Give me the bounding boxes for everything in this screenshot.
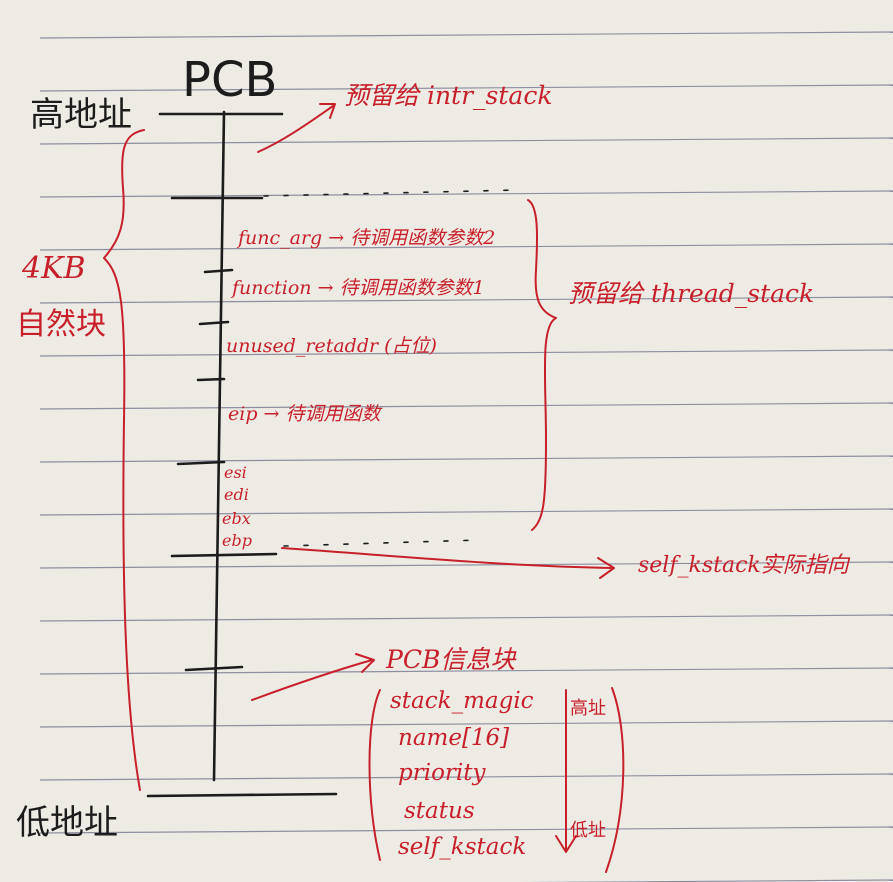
- register-label: edi: [224, 485, 249, 504]
- ruled-line: [39, 84, 893, 92]
- block-label: 自然块: [16, 307, 106, 342]
- thread-stack-label: 预留给 thread_stack: [568, 279, 814, 308]
- tick-2: [198, 320, 230, 326]
- ruled-line: [39, 561, 893, 569]
- stack-item: func_arg → 待调用函数参数2: [236, 227, 495, 249]
- thread-stack-bottom-dashes: [283, 539, 481, 547]
- ruled-line: [39, 826, 893, 834]
- intr-stack-arrowhead: [319, 103, 336, 119]
- ruled-line: [39, 720, 893, 728]
- ruled-line: [39, 243, 893, 251]
- register-label: ebp: [222, 531, 252, 550]
- pcb-title: PCB: [182, 52, 277, 108]
- tick-4: [176, 460, 226, 466]
- pcb-field: name[16]: [398, 725, 509, 751]
- ruled-line: [39, 508, 893, 516]
- ruled-line: [39, 773, 893, 781]
- pcb-field-list: stack_magic name[16] priority status self_ks…: [390, 688, 534, 860]
- pcb-info-arrowhead: [355, 653, 375, 673]
- pcb-info-arrow: [251, 659, 373, 701]
- ruled-line: [39, 614, 893, 622]
- tick-ebp: [170, 552, 278, 558]
- 4kb-brace: [103, 129, 145, 791]
- ruled-line: [39, 349, 893, 357]
- field-order-low-label: 低址: [570, 820, 606, 841]
- kstack-arrow: [281, 547, 613, 569]
- intr-stack-label: 预留给 intr_stack: [344, 81, 552, 110]
- field-order-high-label: 高址: [570, 698, 606, 719]
- ruled-line: [39, 455, 893, 463]
- pcb-field: priority: [398, 760, 487, 786]
- ruled-line: [39, 137, 893, 145]
- ruled-line: [39, 190, 893, 198]
- pcb-info-label: PCB信息块: [385, 645, 517, 674]
- low-address-label: 低地址: [16, 803, 118, 843]
- thread-stack-top-dashes: [263, 189, 519, 197]
- kstack-pointer-label: self_kstack实际指向: [638, 553, 851, 578]
- ruled-line: [39, 31, 893, 39]
- ruled-line: [39, 667, 893, 675]
- ruled-line: [39, 296, 893, 304]
- stack-item: unused_retaddr (占位): [226, 335, 437, 357]
- tick-3: [196, 377, 226, 382]
- thread-stack-brace: [527, 199, 557, 531]
- pcb-field: stack_magic: [390, 688, 534, 714]
- pcb-fields-right-brace: [605, 687, 625, 873]
- tick-pcb: [184, 665, 244, 672]
- ruled-lines: [39, 31, 893, 882]
- stack-item: function → 待调用函数参数1: [230, 277, 485, 299]
- pcb-field: status: [404, 798, 475, 824]
- ruled-line: [523, 879, 893, 882]
- pcb-field: self_kstack: [398, 834, 526, 860]
- size-label: 4KB: [21, 251, 86, 286]
- register-label: esi: [224, 463, 247, 482]
- register-list: esi edi ebx ebp: [222, 463, 252, 550]
- low-address-line: [146, 792, 338, 798]
- pcb-fields-left-brace: [368, 689, 381, 861]
- register-label: ebx: [222, 509, 251, 528]
- thread-stack-items: func_arg → 待调用函数参数2 function → 待调用函数参数1 un…: [226, 227, 495, 425]
- ruled-line: [39, 402, 893, 410]
- tick-1: [203, 268, 234, 274]
- field-order-arrowhead: [555, 835, 577, 853]
- kstack-arrowhead: [597, 557, 615, 579]
- stack-item: eip → 待调用函数: [228, 403, 383, 425]
- high-address-label: 高地址: [30, 95, 132, 135]
- intr-stack-arrow: [257, 105, 334, 153]
